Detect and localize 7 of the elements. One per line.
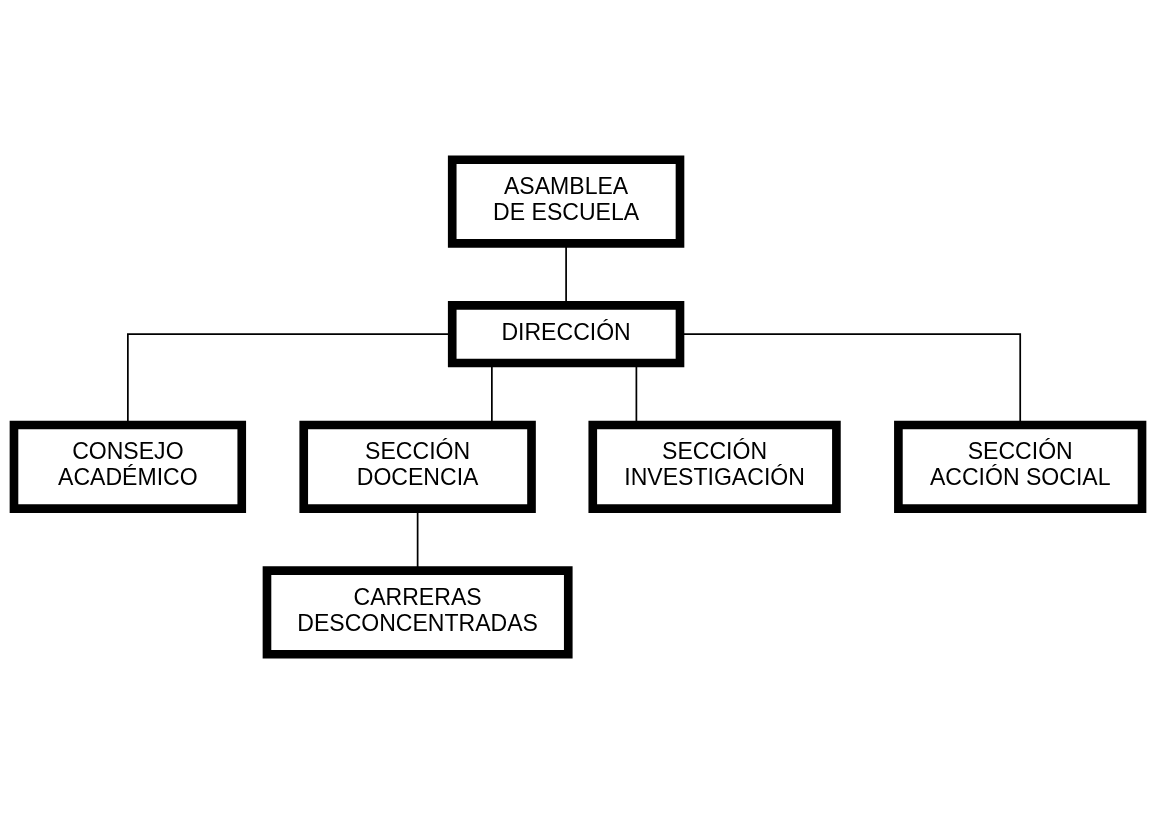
node-box: SECCIÓN INVESTIGACIÓN (588, 420, 841, 513)
node-box: CARRERAS DESCONCENTRADAS (262, 565, 573, 659)
node-box: SECCIÓN DOCENCIA (299, 420, 536, 513)
node-box: ASAMBLEA DE ESCUELA (447, 154, 685, 248)
node-box: SECCIÓN ACCIÓN SOCIAL (894, 420, 1147, 513)
node-box: CONSEJO ACADÉMICO (9, 420, 247, 513)
node-box: DIRECCIÓN (447, 300, 685, 367)
